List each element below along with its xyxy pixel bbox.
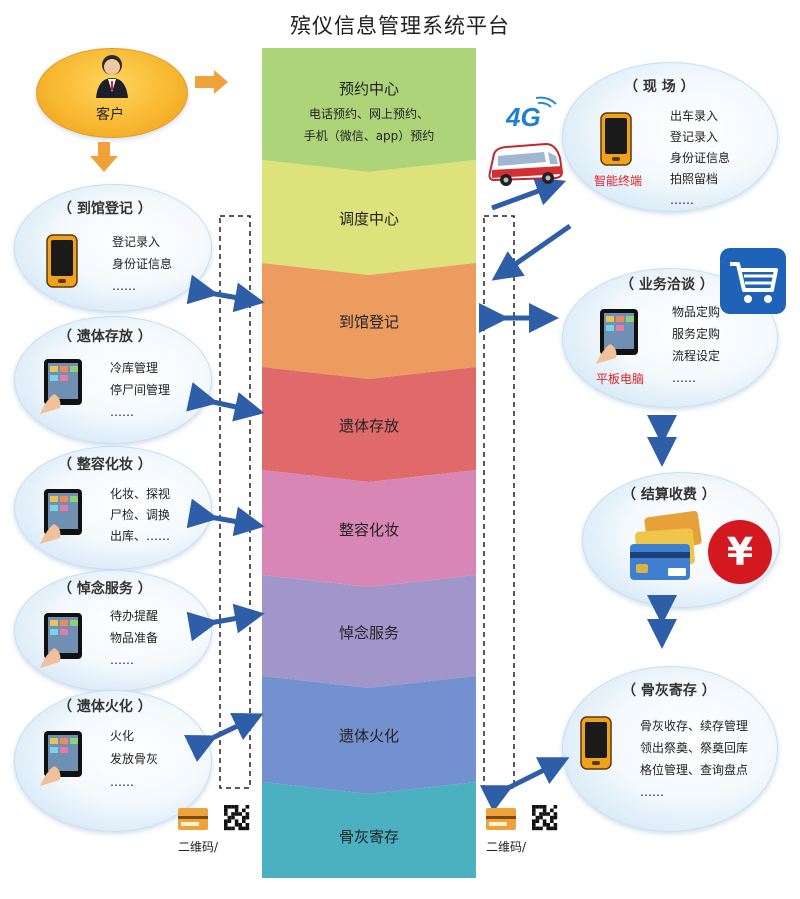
qr-code-icon <box>224 805 250 831</box>
svg-text:4G: 4G <box>505 102 541 132</box>
double-arrow-icon <box>204 516 250 524</box>
qr-code-icon-right <box>532 805 558 831</box>
van-icon <box>484 138 564 190</box>
double-arrow-icon <box>204 616 250 624</box>
bank-cards-icon <box>628 514 704 584</box>
id-card-icon-right <box>486 808 516 830</box>
shopping-cart-icon <box>720 248 786 314</box>
qr-label-left: 二维码/ <box>178 838 218 855</box>
double-arrow-icon <box>204 720 250 742</box>
double-arrow-icon <box>204 400 250 410</box>
qr-label-right: 二维码/ <box>486 838 526 855</box>
svg-text:¥: ¥ <box>727 530 753 574</box>
double-arrow-icon <box>500 764 556 792</box>
id-card-icon <box>178 808 208 830</box>
double-arrow-icon <box>204 292 250 300</box>
double-arrow-icon <box>504 226 570 272</box>
network-4g-icon: 4G <box>502 92 562 132</box>
yen-coin-icon: ¥ <box>706 518 774 586</box>
